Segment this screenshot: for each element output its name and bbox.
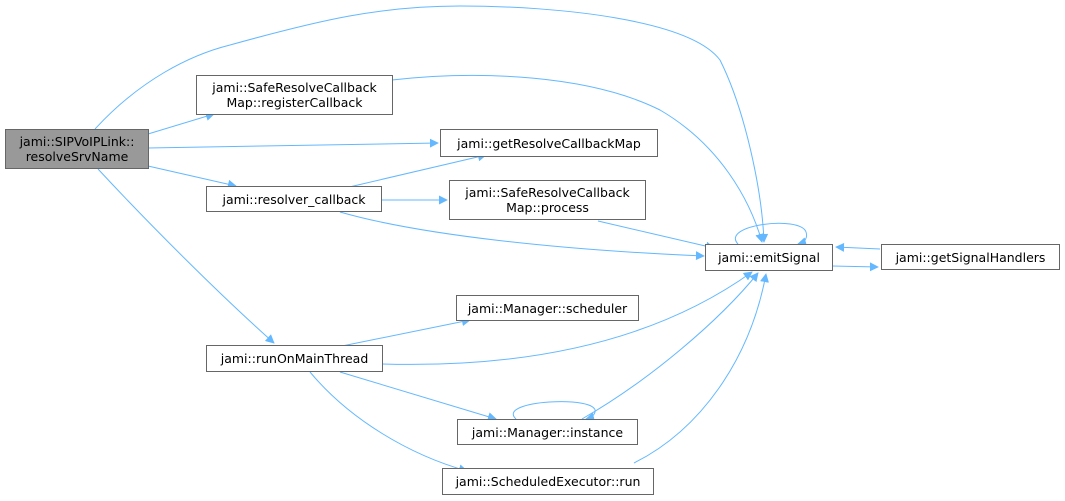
- node-line: jami::Manager::instance: [471, 424, 624, 440]
- edge-runmain-run: [309, 371, 468, 474]
- node-line: jami::Manager::scheduler: [467, 300, 628, 316]
- node-line: Map::registerCallback: [226, 95, 363, 110]
- node-line: jami::ScheduledExecutor::run: [455, 474, 641, 489]
- edge-run-emit: [633, 273, 769, 464]
- node-sipvoiplink-resolvesrvname: jami::SIPVoIPLink:: resolveSrvName: [5, 129, 149, 169]
- edge-root-runmain: [97, 168, 275, 344]
- node-line: jami::getSignalHandlers: [895, 249, 1046, 265]
- node-getresolvecallbackmap[interactable]: jami::getResolveCallbackMap: [440, 129, 658, 157]
- edge-handlers-emit: [835, 242, 881, 252]
- node-line: jami::resolver_callback: [222, 191, 366, 207]
- node-safe-resolve-callback-map-registercallback[interactable]: jami::SafeResolveCallback Map::registerC…: [196, 75, 393, 115]
- node-scheduledexecutor-run[interactable]: jami::ScheduledExecutor::run: [442, 468, 654, 495]
- node-emitsignal[interactable]: jami::emitSignal: [705, 244, 833, 271]
- node-getsignalhandlers[interactable]: jami::getSignalHandlers: [881, 244, 1060, 270]
- node-line: jami::getResolveCallbackMap: [457, 135, 641, 151]
- edge-resolver-getmap: [344, 152, 487, 189]
- edge-root-getmap: [147, 138, 439, 149]
- edge-root-emit: [94, 5, 769, 243]
- node-line: Map::process: [506, 200, 589, 215]
- edge-root-resolver: [147, 165, 237, 189]
- node-line: resolveSrvName: [25, 149, 129, 164]
- edge-instance-emit: [581, 272, 759, 420]
- node-safe-resolve-callback-map-process[interactable]: jami::SafeResolveCallback Map::process: [449, 180, 646, 220]
- node-manager-instance[interactable]: jami::Manager::instance: [457, 419, 638, 445]
- edge-emit-self: [734, 222, 808, 247]
- edge-process-emit: [597, 220, 715, 251]
- edge-runmain-emit: [381, 271, 753, 365]
- node-line: jami::SafeResolveCallback: [212, 80, 377, 95]
- edge-register-emit: [391, 74, 765, 243]
- node-runonmainthread[interactable]: jami::runOnMainThread: [206, 345, 383, 372]
- edge-resolver-emit: [339, 211, 705, 261]
- edge-root-register: [147, 112, 215, 135]
- edge-instance-self: [512, 401, 596, 422]
- node-line: jami::SafeResolveCallback: [465, 185, 630, 200]
- node-resolver-callback[interactable]: jami::resolver_callback: [206, 186, 382, 212]
- node-manager-scheduler[interactable]: jami::Manager::scheduler: [456, 295, 639, 321]
- edge-runmain-scheduler: [341, 317, 471, 347]
- edge-runmain-instance: [339, 371, 497, 421]
- node-line: jami::runOnMainThread: [220, 351, 369, 366]
- node-line: jami::SIPVoIPLink::: [19, 134, 135, 149]
- node-line: jami::emitSignal: [718, 250, 820, 265]
- edge-emit-handlers: [831, 262, 879, 272]
